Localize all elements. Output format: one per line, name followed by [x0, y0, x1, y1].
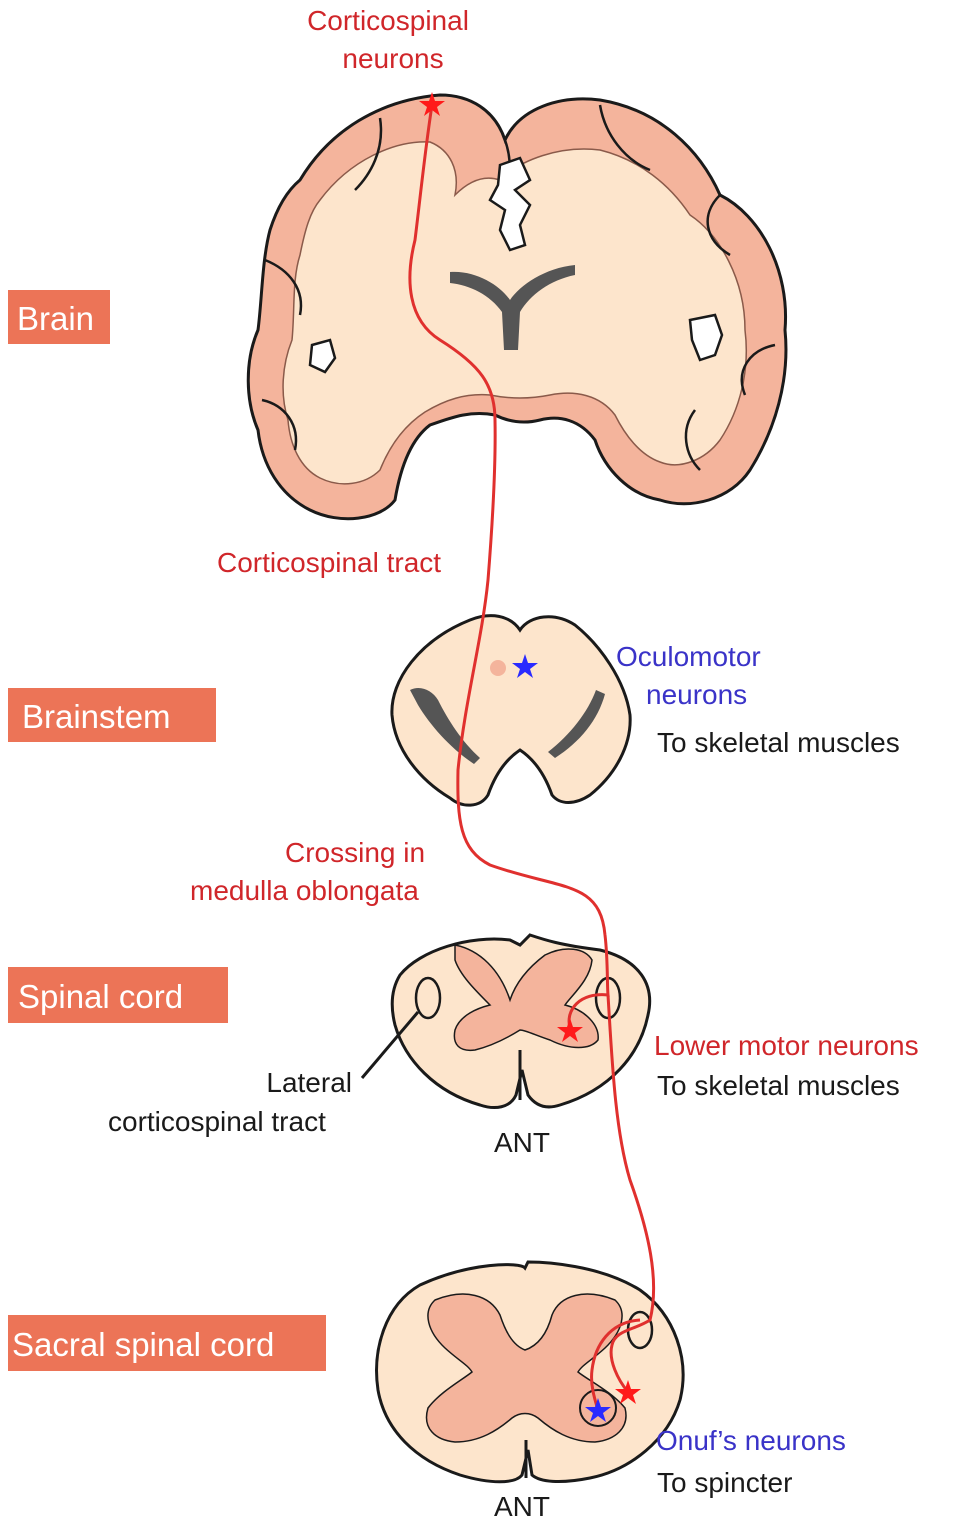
section-label-sacral-spinal-cord-text: Sacral spinal cord — [12, 1326, 274, 1363]
brainstem-section — [392, 616, 630, 805]
brainstem-target-label: To skeletal muscles — [657, 727, 900, 758]
lateral-tract-label-line1: Lateral — [266, 1067, 352, 1098]
sacral-target-label: To spincter — [657, 1467, 792, 1498]
section-label-spinal-cord: Spinal cord — [8, 967, 228, 1023]
lower-motor-neurons-label: Lower motor neurons — [654, 1030, 919, 1061]
corticospinal-neurons-label-line1: Corticospinal — [307, 5, 469, 36]
section-label-brain-text: Brain — [17, 300, 94, 337]
onuf-neurons-label: Onuf’s neurons — [656, 1425, 846, 1456]
section-label-brain: Brain — [8, 290, 110, 344]
lateral-tract-label-line2: corticospinal tract — [108, 1106, 326, 1137]
oculomotor-neurons-label-line2: neurons — [646, 679, 747, 710]
section-label-brainstem-text: Brainstem — [22, 698, 171, 735]
spinal-target-label: To skeletal muscles — [657, 1070, 900, 1101]
crossing-label-line1: Crossing in — [285, 837, 425, 868]
oculomotor-neurons-label-line1: Oculomotor — [616, 641, 761, 672]
ant-label-sacral: ANT — [494, 1491, 550, 1522]
section-label-brainstem: Brainstem — [8, 688, 216, 742]
brainstem-nucleus-dot — [490, 660, 506, 676]
corticospinal-neurons-label-line2: neurons — [342, 43, 443, 74]
sacral-cord-section — [377, 1262, 683, 1482]
corticospinal-tract-label: Corticospinal tract — [217, 547, 441, 578]
crossing-label-line2: medulla oblongata — [190, 875, 419, 906]
section-label-sacral-spinal-cord: Sacral spinal cord — [8, 1315, 326, 1371]
section-label-spinal-cord-text: Spinal cord — [18, 978, 183, 1015]
brain-section — [248, 95, 786, 519]
ant-label-spinal: ANT — [494, 1127, 550, 1158]
